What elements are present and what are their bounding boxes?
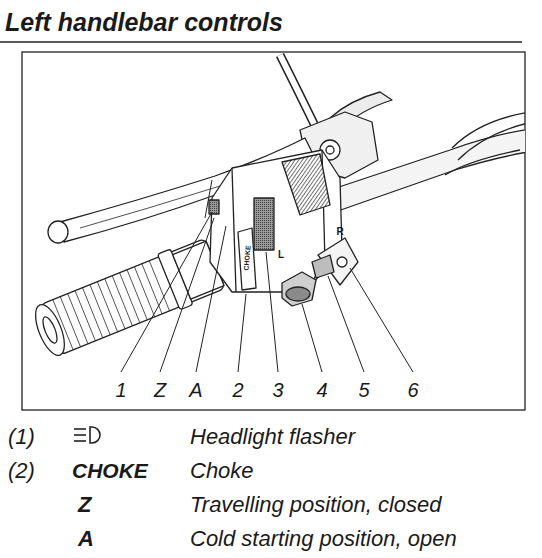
key-number: (1) [8,426,35,448]
key-number: (2) [8,460,35,482]
title: Left handlebar controls [5,10,283,35]
leader-lines [121,212,413,372]
key-text: Choke [190,460,254,482]
key-symbol: A [78,528,94,550]
part-marking: L [278,250,284,260]
callout-number: 2 [230,380,245,400]
title-rule [0,41,522,43]
key-symbol: CHOKE [72,460,148,481]
callout-number: A [187,380,204,400]
key-text: Headlight flasher [190,426,355,448]
callout-number: Z [152,380,168,400]
callout-number: 3 [270,380,285,400]
figure-frame [22,52,525,410]
callout-number: 1 [113,380,128,400]
callout-number: 6 [405,380,420,400]
part-marking: R [336,227,343,237]
headlight-symbol [74,427,100,443]
key-text: Cold starting position, open [190,528,457,550]
callout-number: 4 [314,380,329,400]
key-symbol: Z [78,494,91,516]
key-text: Travelling position, closed [190,494,442,516]
handlebar-drawing [29,55,525,362]
callout-number: 5 [356,380,371,400]
